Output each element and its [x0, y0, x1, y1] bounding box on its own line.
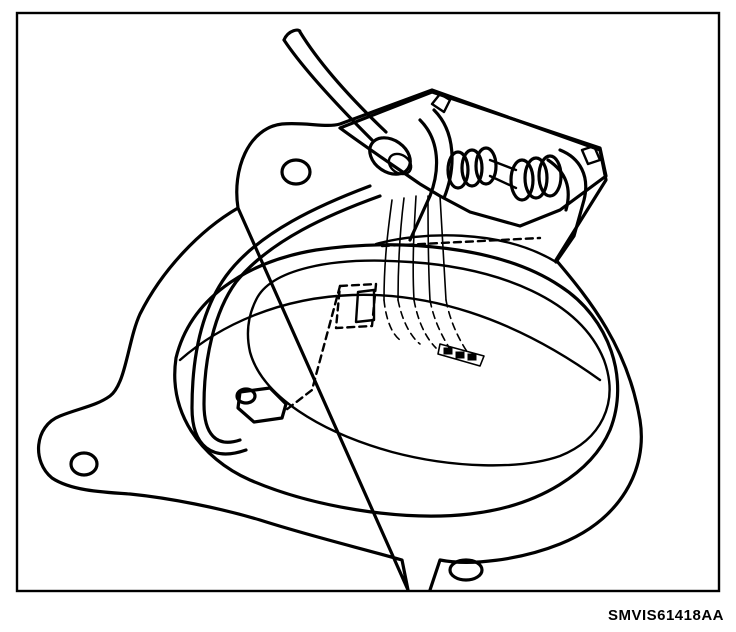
mounting-hole-bottom [448, 558, 484, 582]
connector-tab [354, 288, 376, 324]
mounting-hole-left [69, 451, 99, 477]
vacuum-tube [282, 28, 388, 142]
connector-outline [334, 282, 378, 330]
throttle-shaft-line [178, 293, 602, 382]
figure-frame [15, 11, 721, 593]
bolt-pin-end [235, 387, 257, 405]
hidden-edge-top [380, 236, 542, 248]
throttle-lever [408, 108, 454, 242]
tube-fitting-ring [387, 152, 413, 176]
tube-fitting [368, 136, 412, 176]
mounting-hole-top [280, 158, 312, 186]
bracket-plate [338, 90, 608, 228]
flange-outline [37, 88, 643, 592]
return-spring [446, 146, 563, 202]
cutaway-edge [374, 234, 558, 264]
throttle-body-drawing [37, 28, 643, 592]
bracket-arm [546, 148, 588, 264]
bolt-pin [236, 386, 288, 424]
bracket-slot [430, 92, 602, 166]
figure-caption: SMVIS61418AA [607, 607, 724, 624]
connector-pins [437, 343, 485, 367]
bore-outline [173, 243, 620, 518]
sensor-wire [190, 184, 382, 456]
hidden-edge-left [284, 284, 342, 412]
